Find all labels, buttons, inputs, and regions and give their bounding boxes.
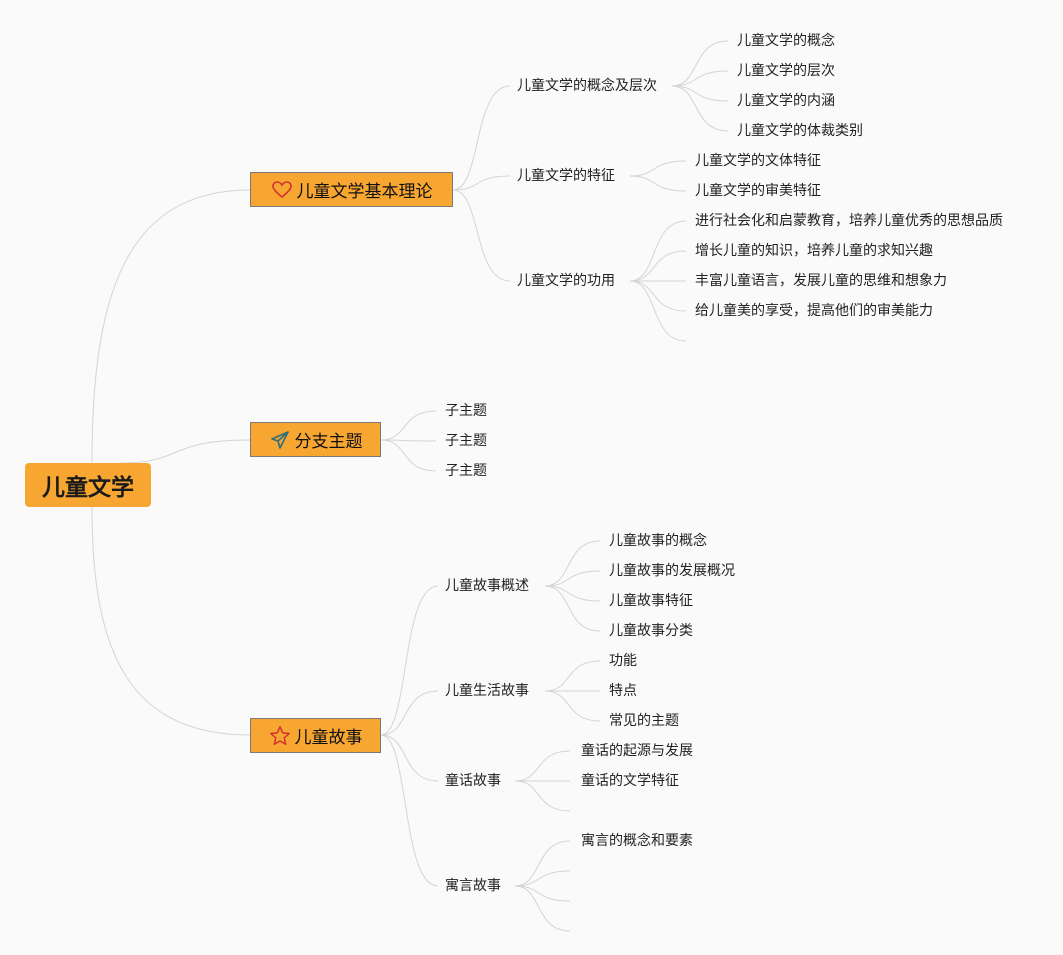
leaf-item[interactable]: 儿童文学的概念 xyxy=(737,33,835,49)
connector-line xyxy=(91,506,251,736)
root-topic[interactable]: 儿童文学 xyxy=(25,463,151,507)
connector-line xyxy=(671,70,729,87)
topic-branch[interactable]: 分支主题 xyxy=(250,422,381,457)
connector-line xyxy=(544,570,601,587)
connector-line xyxy=(514,885,571,932)
connector-line xyxy=(671,85,729,102)
leaf-item[interactable]: 儿童文学的内涵 xyxy=(737,93,835,109)
leaf-item[interactable]: 儿童文学的文体特征 xyxy=(695,153,821,169)
topic-stories-label: 儿童故事 xyxy=(294,728,363,748)
connector-line xyxy=(629,250,687,282)
connector-line xyxy=(380,734,439,887)
connector-line xyxy=(380,410,437,441)
leaf-item[interactable]: 丰富儿童语言，发展儿童的思维和想象力 xyxy=(695,273,947,289)
subtopic-fable[interactable]: 寓言故事 xyxy=(445,878,501,894)
leaf-item[interactable]: 童话的文学特征 xyxy=(581,773,679,789)
connector-line xyxy=(544,660,601,692)
leaf-item[interactable]: 童话的起源与发展 xyxy=(581,743,693,759)
connector-line xyxy=(514,750,571,782)
leaf-item[interactable]: 子主题 xyxy=(445,433,487,449)
connector-line xyxy=(629,280,687,342)
connector-line xyxy=(514,780,571,812)
leaf-item[interactable]: 特点 xyxy=(609,683,637,699)
leaf-item[interactable]: 给儿童美的享受，提高他们的审美能力 xyxy=(695,303,933,319)
connector-line xyxy=(629,175,687,192)
connector-line xyxy=(514,870,571,887)
leaf-item[interactable]: 子主题 xyxy=(445,403,487,419)
leaf-item[interactable]: 儿童故事的发展概况 xyxy=(609,563,735,579)
connector-line xyxy=(629,160,687,177)
leaf-item[interactable]: 儿童文学的审美特征 xyxy=(695,183,821,199)
topic-theory-label: 儿童文学基本理论 xyxy=(296,182,433,202)
connector-line xyxy=(544,585,601,632)
leaf-item[interactable]: 功能 xyxy=(609,653,637,669)
leaf-item[interactable]: 寓言的概念和要素 xyxy=(581,833,693,849)
connector-line xyxy=(544,540,601,587)
connector-line xyxy=(380,439,437,472)
connector-line xyxy=(119,439,251,464)
connector-line xyxy=(514,840,571,887)
paper-plane-icon xyxy=(269,429,291,451)
connector-line xyxy=(671,85,729,132)
connector-line xyxy=(452,175,511,191)
leaf-item[interactable]: 儿童故事的概念 xyxy=(609,533,707,549)
leaf-item[interactable]: 儿童故事特征 xyxy=(609,593,693,609)
connector-line xyxy=(452,189,511,282)
subtopic-fairy[interactable]: 童话故事 xyxy=(445,773,501,789)
connector-line xyxy=(380,439,437,442)
connector-line xyxy=(629,220,687,282)
connector-line xyxy=(380,734,439,782)
leaf-item[interactable]: 增长儿童的知识，培养儿童的求知兴趣 xyxy=(695,243,933,259)
connector-line xyxy=(671,40,729,87)
subtopic-features[interactable]: 儿童文学的特征 xyxy=(517,168,615,184)
leaf-item[interactable]: 进行社会化和启蒙教育，培养儿童优秀的思想品质 xyxy=(695,213,1003,229)
leaf-item[interactable]: 儿童故事分类 xyxy=(609,623,693,639)
subtopic-overview[interactable]: 儿童故事概述 xyxy=(445,578,529,594)
connector-line xyxy=(380,585,439,736)
connector-line xyxy=(514,885,571,902)
heart-icon xyxy=(271,179,293,201)
connector-line xyxy=(629,280,687,312)
connector-line xyxy=(452,85,511,191)
leaf-item[interactable]: 儿童文学的层次 xyxy=(737,63,835,79)
connector-line xyxy=(91,189,251,464)
leaf-item[interactable]: 子主题 xyxy=(445,463,487,479)
topic-stories[interactable]: 儿童故事 xyxy=(250,718,381,753)
subtopic-concept[interactable]: 儿童文学的概念及层次 xyxy=(517,78,657,94)
subtopic-life[interactable]: 儿童生活故事 xyxy=(445,683,529,699)
connector-line xyxy=(544,585,601,602)
connector-line xyxy=(380,690,439,736)
topic-branch-label: 分支主题 xyxy=(294,432,363,452)
star-icon xyxy=(269,725,291,747)
subtopic-functions[interactable]: 儿童文学的功用 xyxy=(517,273,615,289)
connector-line xyxy=(544,690,601,722)
leaf-item[interactable]: 常见的主题 xyxy=(609,713,679,729)
leaf-item[interactable]: 儿童文学的体裁类别 xyxy=(737,123,863,139)
topic-theory[interactable]: 儿童文学基本理论 xyxy=(250,172,453,207)
